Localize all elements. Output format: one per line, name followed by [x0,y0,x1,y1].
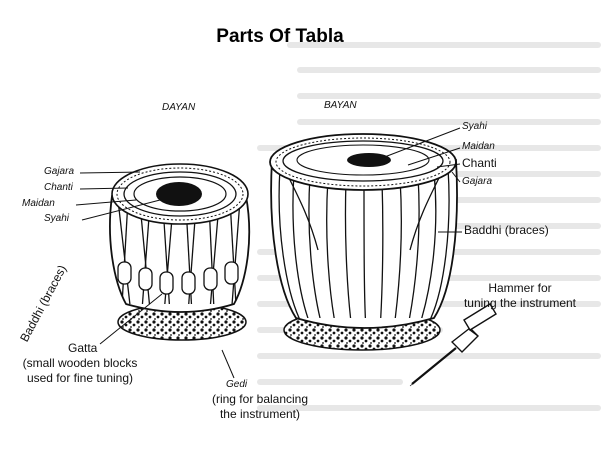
page-title: Parts Of Tabla [216,26,344,47]
dayan-maidan-label: Maidan [22,198,55,209]
bayan-syahi-label: Syahi [462,121,488,132]
gedi-desc-1: (ring for balancing [211,392,309,406]
bayan-chanti-label: Chanti [462,156,497,170]
gedi-desc-2: the instrument) [219,407,301,421]
bayan-gajara-label: Gajara [462,176,493,187]
bayan-syahi [347,153,391,167]
dayan-gajara-label: Gajara [44,166,75,177]
dayan-name: DAYAN [162,102,196,113]
dayan-chanti-label: Chanti [44,182,73,193]
bayan-baddhi-label: Baddhi (braces) [464,223,549,237]
leader-lines [75,127,462,379]
gatta-desc-2: used for fine tuning) [26,371,134,385]
gatta-label: Gatta [68,341,98,355]
bayan-drum [269,133,458,351]
dayan-syahi [156,182,202,206]
bayan-maidan-label: Maidan [462,141,495,152]
gedi-label: Gedi [226,379,248,390]
tuning-hammer [409,303,497,387]
dayan-drum [109,163,251,341]
dayan-syahi-label: Syahi [44,213,70,224]
hammer-label-1: Hammer for [488,281,552,295]
bayan-name: BAYAN [324,100,357,111]
hammer-label-2: tuning the instrument [463,296,577,310]
gatta-desc-1: (small wooden blocks [22,356,138,370]
